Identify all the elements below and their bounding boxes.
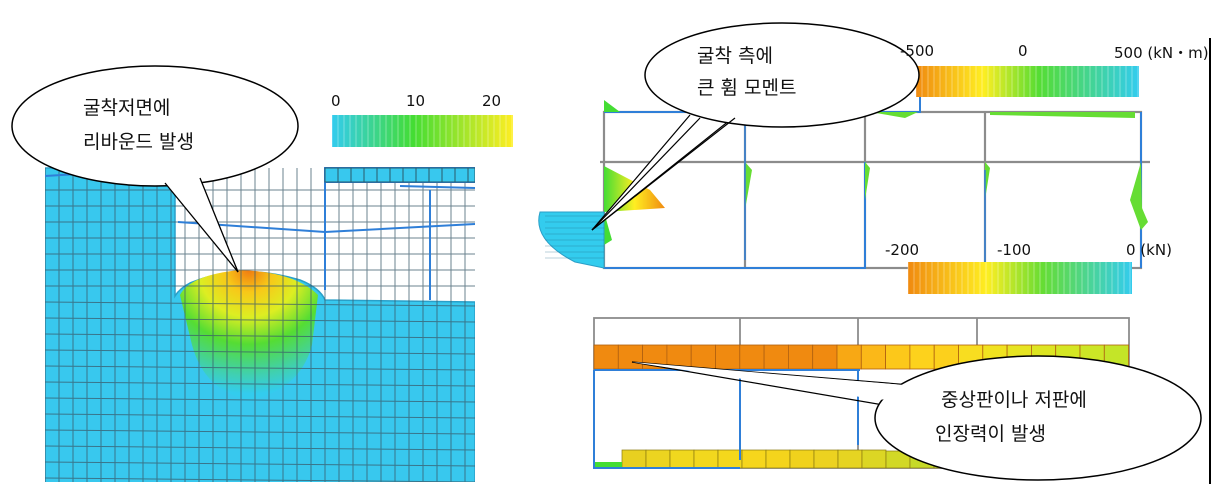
axial-bar-segment — [909, 344, 935, 370]
axial-bar-segment — [594, 462, 622, 468]
axial-bar-segment — [885, 344, 911, 370]
moment-callout — [591, 22, 920, 231]
axial-bar-segment — [861, 449, 887, 469]
axial-bar-segment — [860, 344, 886, 370]
left-scale-label-1: 10 — [406, 92, 426, 110]
scale-stripes — [331, 115, 513, 147]
moment-diagram-outline — [604, 90, 1142, 269]
axial-bar-segment — [836, 344, 862, 370]
axial-bar-segment — [669, 449, 695, 469]
axial-scale-label-1: -100 — [997, 241, 1032, 259]
axial-bar-segment — [837, 449, 863, 469]
mesh-line — [45, 397, 475, 403]
rebound-callout-line-2: 리바운드 발생 — [83, 131, 194, 153]
mesh-line — [45, 365, 475, 371]
structure-block-mesh — [324, 167, 475, 183]
top-slab-moment — [604, 100, 620, 112]
axial-force-panel — [593, 317, 1130, 469]
mesh-grid — [45, 168, 475, 482]
moment-scale-label-1: 0 — [1018, 42, 1028, 60]
axial-scale-label-0: -200 — [885, 241, 920, 259]
axial-bar-segment — [789, 449, 815, 469]
moment-callout-line-1: 굴착 측에 — [697, 45, 773, 67]
mesh-line — [45, 381, 475, 387]
moment-scale-label-0: -500 — [900, 42, 935, 60]
tension-callout-line-1: 중상판이나 저판에 — [941, 389, 1087, 411]
axial-bar-segment — [621, 449, 647, 469]
axial-bar-segment — [645, 449, 671, 469]
left-scale-label-0: 0 — [331, 92, 341, 110]
rebound-callout-line-1: 굴착저면에 — [83, 97, 171, 119]
mesh-line — [45, 429, 475, 435]
wall-moment — [865, 162, 870, 200]
mesh-line — [45, 413, 475, 419]
bending-moment-panel — [538, 90, 1150, 270]
axial-bar-segment — [763, 344, 789, 370]
top-slab-moment — [870, 112, 918, 118]
axial-bar-segment — [739, 344, 765, 370]
wall-moment — [745, 162, 752, 210]
tension-callout-line-2: 인장력이 발생 — [935, 423, 1046, 445]
axial-bar-segment — [693, 449, 719, 469]
mesh-line — [45, 445, 475, 451]
axial-bar-segment — [813, 449, 839, 469]
mesh-line — [45, 333, 475, 339]
axial-color-scale — [908, 262, 1132, 294]
inner-member-lines — [744, 120, 986, 262]
axial-scale-label-2: 0 (kN) — [1126, 241, 1172, 259]
axial-bar-segment — [593, 344, 619, 370]
axial-bar-segment — [617, 344, 643, 370]
axial-bar-segment — [812, 344, 838, 370]
rebound-callout — [11, 65, 299, 273]
ground-displacement-panel — [45, 167, 475, 482]
displacement-color-scale — [332, 115, 513, 147]
mesh-line — [45, 477, 475, 482]
mesh-line — [45, 301, 475, 307]
moment-callout-line-2: 큰 휨 모멘트 — [697, 77, 797, 99]
tension-callout — [631, 355, 1202, 481]
wall-moment — [985, 162, 990, 200]
axial-bar-segment — [765, 449, 791, 469]
block-cell — [324, 167, 475, 183]
scale-stripes — [907, 262, 1131, 294]
mesh-line — [45, 349, 475, 355]
axial-bar-segment — [788, 344, 814, 370]
wall-moment — [1130, 162, 1148, 230]
moment-scale-label-2: 500 (kN・m) — [1114, 44, 1209, 62]
axial-bar-segment — [717, 449, 743, 469]
top-slab-moment — [990, 112, 1135, 118]
middle-slab-axial-bars — [593, 344, 1130, 370]
moment-color-scale — [916, 66, 1139, 97]
scale-stripes — [915, 66, 1139, 97]
axial-bar-segment — [741, 449, 767, 469]
wall-moment — [604, 212, 612, 245]
axial-bar-segment — [690, 344, 716, 370]
left-scale-label-2: 20 — [482, 92, 502, 110]
axial-bar-segment — [715, 344, 741, 370]
mesh-line — [45, 317, 475, 323]
mesh-line — [45, 461, 475, 467]
